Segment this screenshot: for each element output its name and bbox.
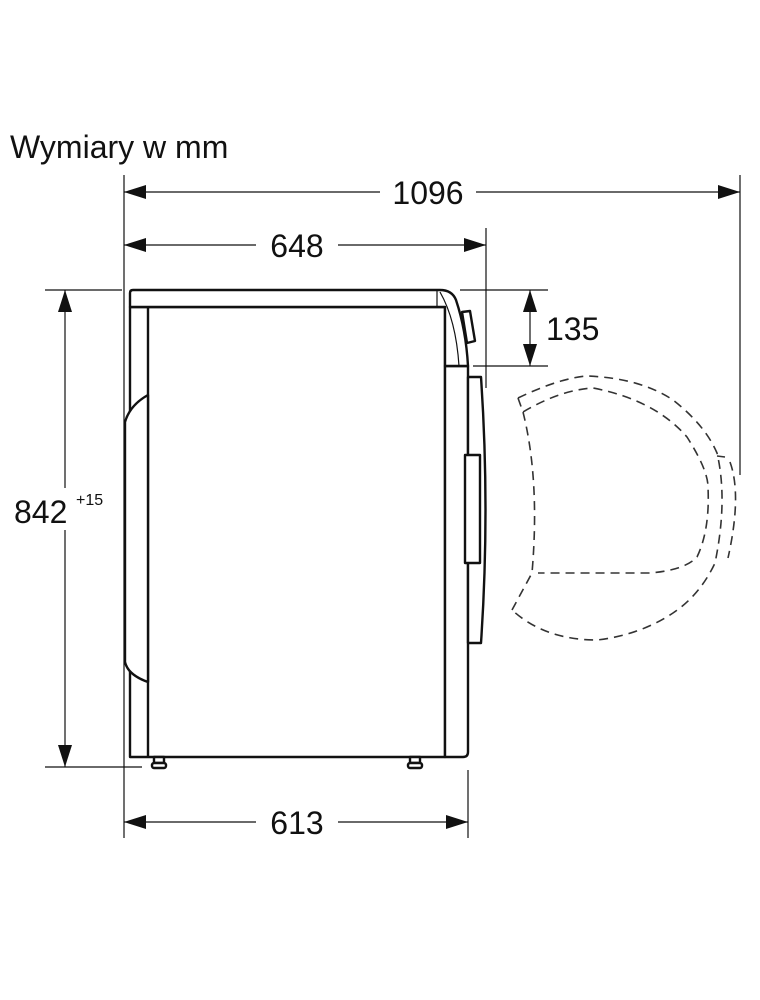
door-handle	[463, 453, 482, 565]
dimension-label-842: 842	[14, 494, 67, 530]
front-panel	[443, 364, 470, 759]
dimension-135: 135	[523, 290, 599, 366]
dimension-842: 842 +15	[14, 290, 103, 767]
control-knob	[460, 309, 477, 345]
dimension-label-648: 648	[270, 228, 323, 264]
dimension-label-135: 135	[546, 311, 599, 347]
rear-bulge	[123, 393, 150, 684]
dimension-label-613: 613	[270, 805, 323, 841]
diagram-title: Wymiary w mm	[10, 129, 228, 165]
dimension-648: 648	[124, 228, 486, 264]
dimension-613: 613	[124, 805, 468, 841]
dimension-tolerance: +15	[76, 492, 103, 509]
open-door-outline	[511, 375, 737, 641]
dimension-label-1096: 1096	[392, 175, 463, 211]
appliance-body	[123, 288, 487, 770]
dimension-1096: 1096	[124, 175, 740, 211]
